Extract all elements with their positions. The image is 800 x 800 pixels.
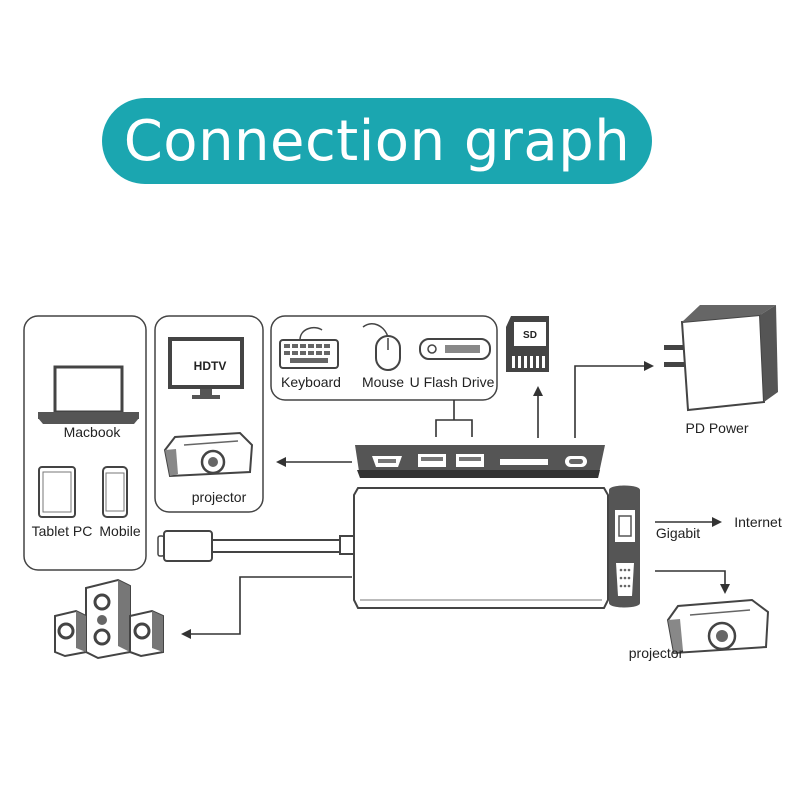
sd-label: SD xyxy=(523,330,537,341)
peripherals-panel: Keyboard Mouse U Flash Drive xyxy=(270,315,498,401)
hdmi-port xyxy=(372,456,402,467)
tablet-icon xyxy=(38,466,76,518)
connection-lines xyxy=(181,361,730,639)
computers-panel: Macbook Tablet PC Mobile xyxy=(23,315,147,571)
page-title: Connection graph xyxy=(123,108,631,174)
mouse-label: Mouse xyxy=(362,374,404,390)
phone-icon xyxy=(102,466,128,518)
tv-icon xyxy=(168,337,244,399)
hdtv-label: HDTV xyxy=(194,359,227,373)
display-projector-label: projector xyxy=(192,489,247,505)
usb-c-hub-icon xyxy=(353,445,640,609)
keyboard-icon xyxy=(279,327,339,369)
vga-port xyxy=(616,563,634,596)
usb-c-port xyxy=(565,456,587,467)
projector-right-icon xyxy=(666,598,770,655)
title-banner: Connection graph xyxy=(102,98,652,184)
internet-label: Internet xyxy=(734,514,782,530)
usb-a-port-2 xyxy=(456,454,484,467)
tablet-label: Tablet PC xyxy=(32,523,93,539)
pd-power-label: PD Power xyxy=(685,420,748,436)
laptop-icon xyxy=(38,365,139,424)
gigabit-label: Gigabit xyxy=(656,525,700,541)
sd-slot xyxy=(500,459,548,465)
display-panel: HDTV projector xyxy=(154,315,264,513)
mouse-icon xyxy=(362,323,401,371)
projector-icon xyxy=(163,431,254,478)
keyboard-label: Keyboard xyxy=(281,374,341,390)
projector-right-label: projector xyxy=(629,645,684,661)
ethernet-port xyxy=(615,510,635,542)
macbook-label: Macbook xyxy=(64,424,122,440)
mobile-label: Mobile xyxy=(99,523,140,539)
power-adapter-icon xyxy=(664,305,778,412)
flash-drive-icon xyxy=(419,338,491,360)
sd-card-icon: SD xyxy=(506,316,549,372)
usb-c-cable xyxy=(157,530,355,562)
flash-drive-label: U Flash Drive xyxy=(410,374,495,390)
usb-a-port-1 xyxy=(418,454,446,467)
speaker-icon xyxy=(54,578,164,660)
